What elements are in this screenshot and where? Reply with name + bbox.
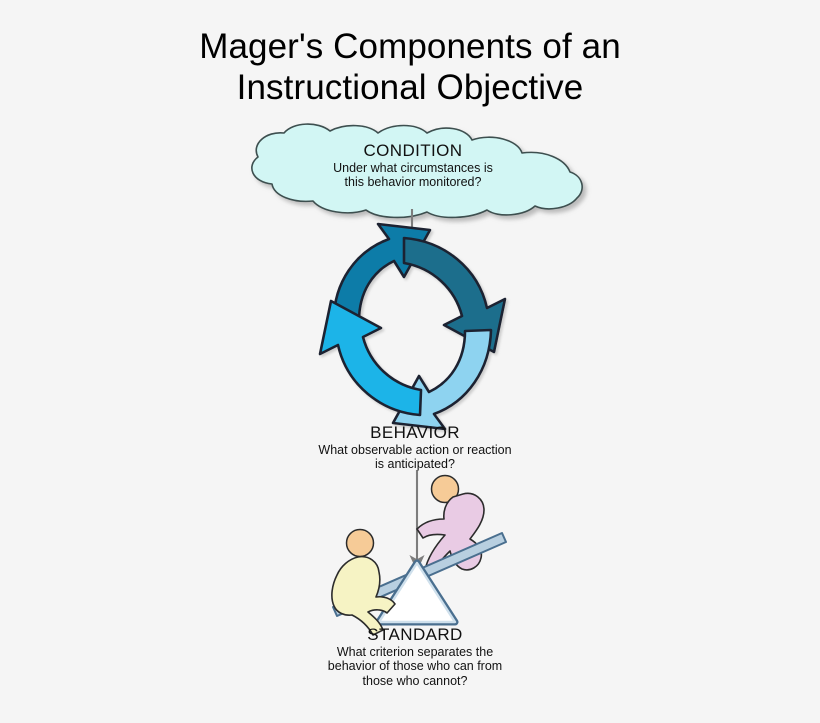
condition-question-line-1: Under what circumstances is: [333, 160, 493, 175]
condition-heading: CONDITION: [363, 141, 463, 160]
behavior-question-line-1: What observable action or reaction: [318, 442, 512, 457]
standard-question-line-3: those who cannot?: [362, 673, 468, 688]
page-title: Mager's Components of an Instructional O…: [110, 26, 710, 109]
condition-label-group: CONDITION Under what circumstances is th…: [288, 141, 538, 190]
standard-seesaw-shape: [331, 474, 507, 636]
cycle-arrow-top-right: [402, 236, 507, 354]
condition-question-line-2: this behavior monitored?: [344, 175, 482, 190]
standard-heading: STANDARD: [367, 625, 463, 644]
behavior-heading: BEHAVIOR: [370, 423, 460, 442]
behavior-label-group: BEHAVIOR What observable action or react…: [295, 423, 535, 472]
title-line-2: Instructional Objective: [236, 68, 584, 108]
standard-question-line-2: behavior of those who can from: [327, 659, 503, 674]
behavior-question-line-2: is anticipated?: [375, 457, 455, 472]
behavior-cycle-shape: [318, 222, 507, 431]
seesaw-fulcrum: [375, 559, 459, 626]
seesaw-left-figure-head: [345, 528, 375, 558]
cycle-arrow-bottom-left: [318, 299, 423, 417]
seesaw-right-figure-head: [430, 474, 460, 504]
condition-cloud-shape: [251, 123, 583, 219]
seesaw-left-figure-body: [331, 555, 396, 636]
title-line-1: Mager's Components of an: [199, 27, 621, 66]
standard-label-group: STANDARD What criterion separates the be…: [295, 625, 535, 688]
standard-question-line-1: What criterion separates the: [336, 644, 494, 659]
